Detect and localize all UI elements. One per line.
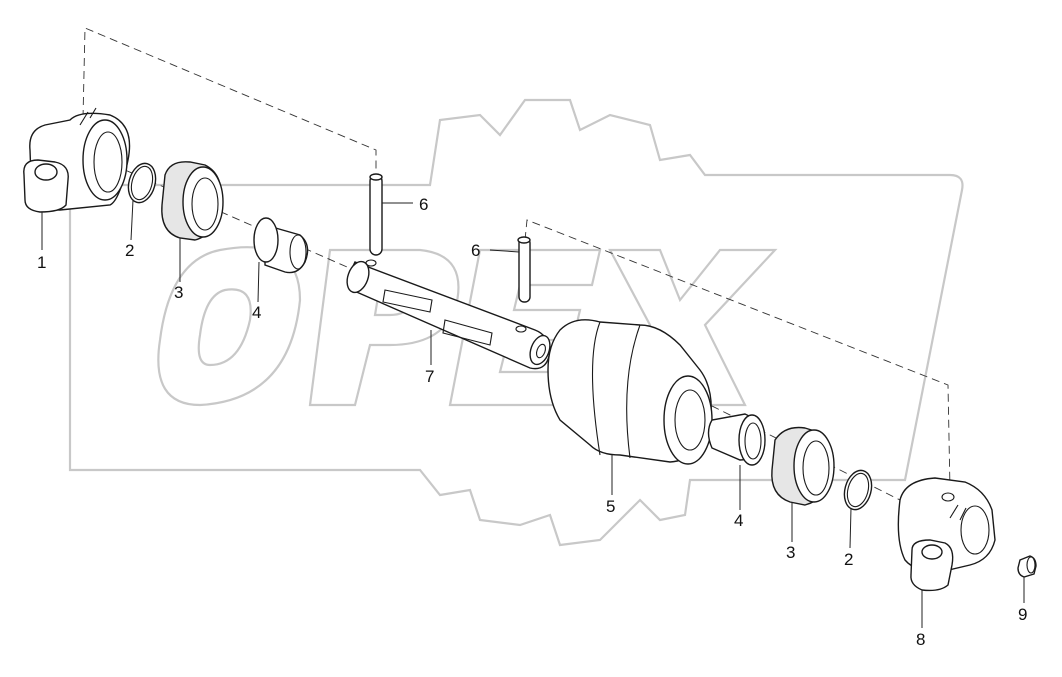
- seal-face: [182, 166, 224, 238]
- shaft-end-left: [346, 260, 370, 294]
- part-9-plug: [1017, 555, 1037, 578]
- part-2-o-ring-right: [843, 469, 873, 511]
- shaft-flat-1: [382, 289, 433, 313]
- part-7-shaft: [346, 259, 551, 370]
- bushing-flange: [253, 217, 279, 263]
- end-cap-foot-hole: [921, 544, 943, 560]
- leader-2a: [130, 199, 134, 241]
- bushing-bore: [289, 234, 307, 270]
- part-4-bushing-right: [707, 413, 766, 466]
- part-6-pin-lower: [517, 236, 531, 303]
- part-3-seal-left: [161, 161, 224, 241]
- leader-lines: [41, 199, 1025, 628]
- callout-part-9: 9: [1018, 605, 1027, 624]
- end-cap-foot-hole: [34, 163, 58, 181]
- callout-part-2-right: 2: [844, 550, 853, 569]
- callout-part-8: 8: [916, 630, 925, 649]
- part-3-seal-right: [771, 426, 835, 506]
- callout-part-3-left: 3: [174, 283, 183, 302]
- centerline-right: [524, 219, 951, 491]
- pin-body: [518, 237, 531, 303]
- seal-bore: [191, 177, 219, 231]
- centerline-top: [82, 27, 377, 175]
- pin-body: [369, 174, 383, 256]
- callout-part-3-right: 3: [786, 543, 795, 562]
- shaft-flat-2: [442, 319, 493, 346]
- end-cap-bore-inner: [93, 131, 123, 193]
- o-ring-inner: [846, 472, 870, 508]
- part-5-roller: [547, 319, 713, 465]
- end-cap-bore: [960, 505, 990, 555]
- pin-end: [517, 236, 531, 244]
- leader-4a: [257, 261, 260, 303]
- leader-6b: [489, 249, 520, 253]
- end-cap-stamp: [949, 504, 967, 521]
- leader-2b: [849, 507, 852, 549]
- part-8-right-end-cap: [897, 477, 996, 592]
- shaft-pin-hole-right: [515, 325, 527, 333]
- seal-face: [793, 429, 835, 503]
- callout-part-4-right: 4: [734, 511, 743, 530]
- plug-face: [1026, 556, 1036, 574]
- callout-part-1: 1: [37, 253, 46, 272]
- callout-part-5: 5: [606, 497, 615, 516]
- callout-part-7: 7: [425, 367, 434, 386]
- assembly-centerlines: [82, 27, 951, 501]
- seal-bore: [802, 440, 830, 496]
- bushing-bore: [744, 422, 762, 460]
- part-1-left-end-cap: [23, 107, 131, 213]
- callout-part-6-lower: 6: [471, 241, 480, 260]
- end-cap-top-hole: [941, 492, 955, 502]
- shaft-end-right: [529, 334, 551, 366]
- shaft-pin-hole-left: [365, 259, 377, 267]
- part-4-bushing-left: [253, 217, 309, 274]
- end-cap-stamp: [79, 107, 97, 126]
- roller-flange-left: [591, 321, 601, 456]
- pin-end: [369, 173, 383, 181]
- o-ring-inner: [130, 165, 154, 201]
- callout-labels: 1 2 3 4 6 6 7 5 4 3 2 9 8: [37, 195, 1027, 649]
- part-2-o-ring-left: [127, 162, 157, 204]
- end-cap-bore: [82, 119, 128, 201]
- callout-part-6-upper: 6: [419, 195, 428, 214]
- part-6-pin-upper: [369, 173, 383, 256]
- callout-part-2-left: 2: [125, 241, 134, 260]
- roller-flange-right: [626, 324, 641, 459]
- shaft-center-hole: [535, 343, 547, 359]
- roller-bore: [674, 389, 706, 451]
- callout-part-4-left: 4: [252, 303, 261, 322]
